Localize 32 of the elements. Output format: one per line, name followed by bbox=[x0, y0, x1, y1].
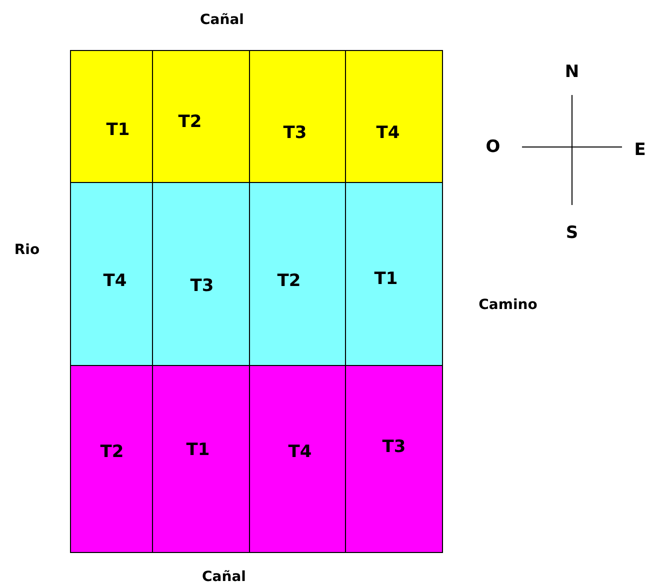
treatment-label: T1 bbox=[106, 120, 130, 140]
canal-label: Cañal bbox=[200, 12, 244, 28]
plot-cell bbox=[249, 365, 346, 553]
treatment-label: T3 bbox=[190, 276, 214, 296]
treatment-label: T4 bbox=[376, 123, 400, 143]
treatment-label: T1 bbox=[186, 440, 210, 460]
treatment-label: T2 bbox=[100, 442, 124, 462]
plot-cell bbox=[345, 50, 443, 183]
treatment-label: T3 bbox=[283, 123, 307, 143]
treatment-label: T4 bbox=[103, 271, 127, 291]
compass-letter: N bbox=[564, 62, 580, 82]
plot-cell bbox=[70, 182, 153, 366]
treatment-label: T2 bbox=[277, 271, 301, 291]
treatment-label: T4 bbox=[288, 442, 312, 462]
plot-cell bbox=[70, 365, 153, 553]
treatment-label: T1 bbox=[374, 269, 398, 289]
compass-letter: O bbox=[486, 137, 500, 157]
plot-cell bbox=[70, 50, 153, 183]
plot-cell bbox=[152, 182, 250, 366]
plot-cell bbox=[152, 365, 250, 553]
treatment-label: T3 bbox=[382, 437, 406, 457]
plot-cell bbox=[345, 365, 443, 553]
plot-cell bbox=[345, 182, 443, 366]
plot-cell bbox=[152, 50, 250, 183]
canal-label: Cañal bbox=[202, 569, 246, 585]
plot-cell bbox=[249, 182, 346, 366]
compass-letter: E bbox=[634, 140, 646, 160]
river-label: Rio bbox=[14, 242, 40, 258]
compass-letter: S bbox=[566, 223, 578, 243]
road-label: Camino bbox=[478, 297, 538, 313]
plot-cell bbox=[249, 50, 346, 183]
treatment-label: T2 bbox=[178, 112, 202, 132]
